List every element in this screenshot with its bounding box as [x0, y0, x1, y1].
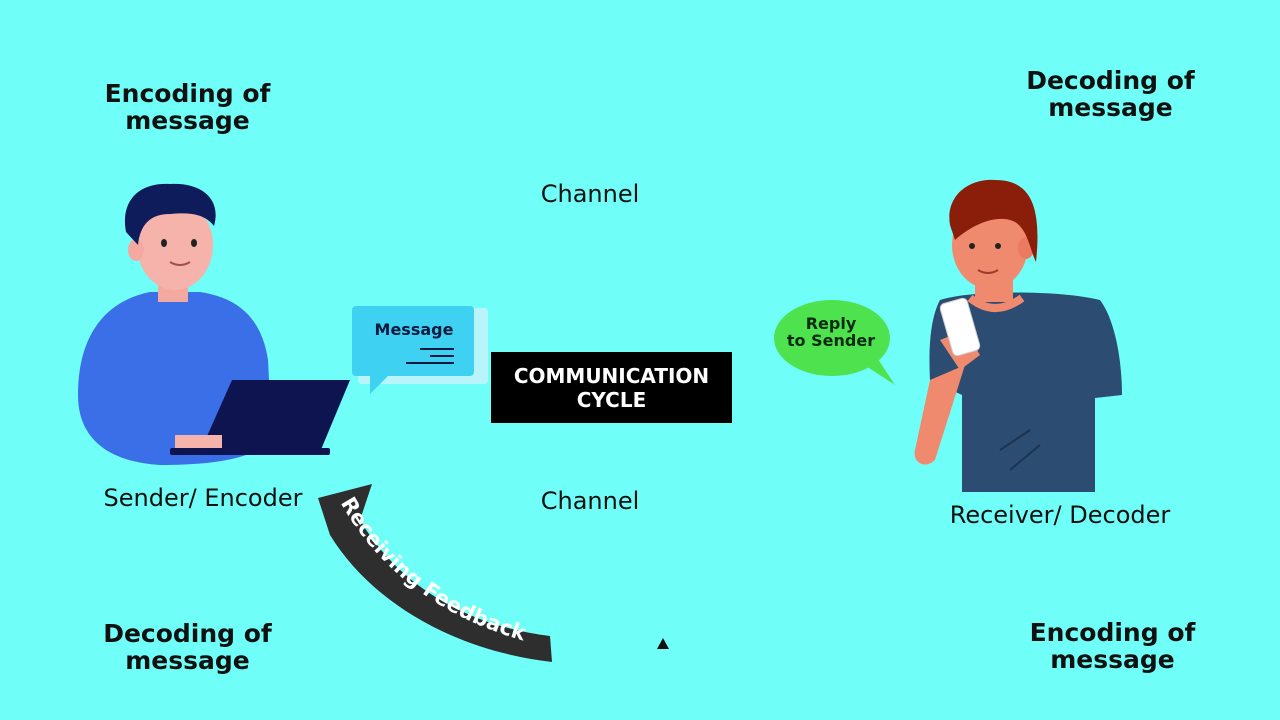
reply-line: Reply [805, 314, 857, 333]
message-bubble [352, 306, 488, 394]
label-line: Decoding of [103, 619, 272, 648]
title-line: COMMUNICATION [513, 363, 710, 388]
channel-label-bottom: Channel [540, 487, 640, 515]
reply-bubble-label: Reply to Sender [778, 315, 884, 349]
svg-text:Receiving Feedback: Receiving Feedback [336, 493, 529, 646]
reply-line: to Sender [786, 331, 876, 350]
cursor-triangle-icon [657, 638, 669, 649]
label-line: Encoding of [1029, 618, 1196, 647]
feedback-arrow [318, 484, 552, 662]
feedback-arrow-label: Receiving Feedback [336, 493, 529, 646]
reply-bubble [774, 300, 895, 385]
receiver-figure [914, 179, 1122, 492]
encoding-label-top-left: Encoding of message [95, 80, 280, 134]
message-bubble-label: Message [374, 320, 454, 339]
decoding-label-top-right: Decoding of message [1018, 67, 1203, 121]
sender-figure [78, 183, 350, 465]
label-line: message [1050, 645, 1175, 674]
receiver-label: Receiver/ Decoder [949, 501, 1171, 529]
label-line: Decoding of [1026, 66, 1195, 95]
title-line: CYCLE [576, 387, 647, 412]
label-line: Encoding of [104, 79, 271, 108]
label-line: message [125, 646, 250, 675]
decoding-label-bottom-left: Decoding of message [95, 620, 280, 674]
channel-label-top: Channel [540, 180, 640, 208]
communication-cycle-title: COMMUNICATION CYCLE [491, 352, 732, 423]
encoding-label-bottom-right: Encoding of message [1020, 619, 1205, 673]
label-line: message [1048, 93, 1173, 122]
label-line: message [125, 106, 250, 135]
sender-label: Sender/ Encoder [103, 484, 303, 512]
